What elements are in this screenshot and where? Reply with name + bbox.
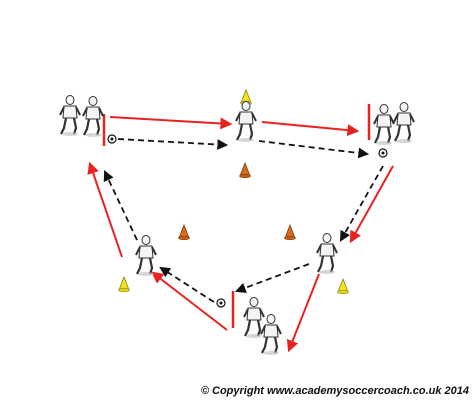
pass-arrow-right (339, 165, 384, 242)
pass-arrow-top-right (258, 140, 370, 159)
run-arrow-top-left (109, 116, 233, 130)
player-top-left-2 (81, 95, 105, 139)
poles (102, 104, 371, 328)
run-arrow-bottom-right (286, 273, 320, 353)
run-arrow-right (349, 165, 394, 244)
pass-arrow-bottom (234, 263, 310, 294)
ball-bottom (216, 298, 226, 308)
player-top-right-2 (392, 101, 416, 145)
pass-arrow-bottom-left (159, 266, 215, 303)
player-left (134, 234, 158, 278)
balls (107, 134, 388, 308)
player-top-left-1 (58, 94, 82, 138)
cones (118, 89, 349, 295)
player-top-right-1 (372, 103, 396, 147)
copyright-text: © Copyright www.academysoccercoach.co.uk… (200, 385, 469, 397)
player-top-middle (234, 100, 258, 144)
run-arrow-top-right (261, 121, 360, 137)
run-arrows (87, 116, 394, 353)
ball-top-left (107, 134, 117, 144)
cone-yellow-left (118, 276, 130, 293)
pass-arrows (103, 138, 384, 303)
cone-orange-right (284, 224, 296, 241)
cone-orange-left (178, 224, 190, 241)
run-arrow-left (87, 161, 123, 258)
player-right (315, 232, 339, 276)
player-bottom-2 (259, 313, 283, 357)
cone-yellow-right (337, 278, 349, 295)
ball-top-right (378, 148, 388, 158)
pass-arrow-top-left (117, 138, 229, 150)
cone-orange-top (239, 162, 251, 179)
run-arrow-bottom (151, 271, 228, 331)
pass-arrow-left (103, 170, 138, 241)
